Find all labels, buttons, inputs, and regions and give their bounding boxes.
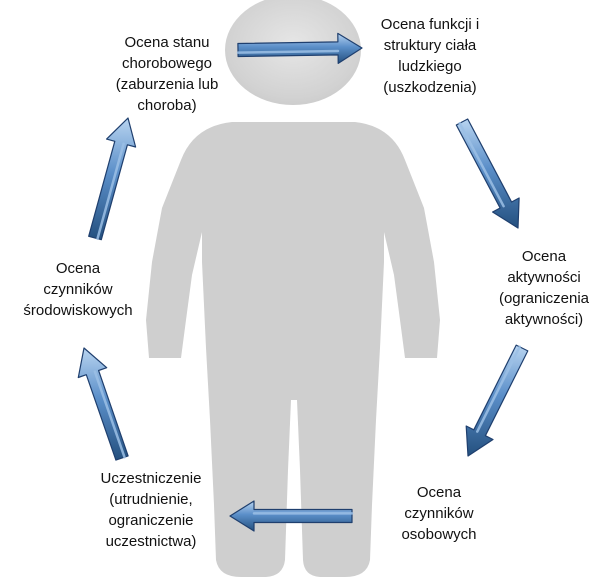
arrow-disease-to-body-function <box>237 32 363 65</box>
node-personal-factors-label: Ocena czynników osobowych <box>401 484 477 543</box>
node-activity-label: Ocena aktywności (ograniczenia aktywnośc… <box>498 248 590 328</box>
node-body-function-label: Ocena funkcji i struktury ciała ludzkieg… <box>380 16 480 96</box>
arrow-personal-to-participation <box>229 500 353 532</box>
node-participation-label: Uczestniczenie (utrudnienie, ograniczeni… <box>100 470 202 550</box>
arrow-environment-to-disease-highlight <box>96 142 125 240</box>
node-disease-label: Ocena stanu chorobowego (zaburzenia lub … <box>115 34 219 114</box>
arrow-environment-to-disease <box>88 117 137 241</box>
arrow-participation-to-environment-highlight <box>93 370 126 459</box>
arrow-body-function-to-activity-highlight <box>458 121 505 208</box>
cycle-arrows <box>77 32 529 532</box>
arrow-activity-to-personal <box>465 344 529 457</box>
arrow-disease-to-body-function-highlight <box>236 49 340 54</box>
arrow-activity-to-personal-highlight <box>476 345 521 433</box>
figure-body <box>146 122 440 577</box>
node-environmental-factors-label: Ocena czynników środowiskowych <box>23 260 133 319</box>
